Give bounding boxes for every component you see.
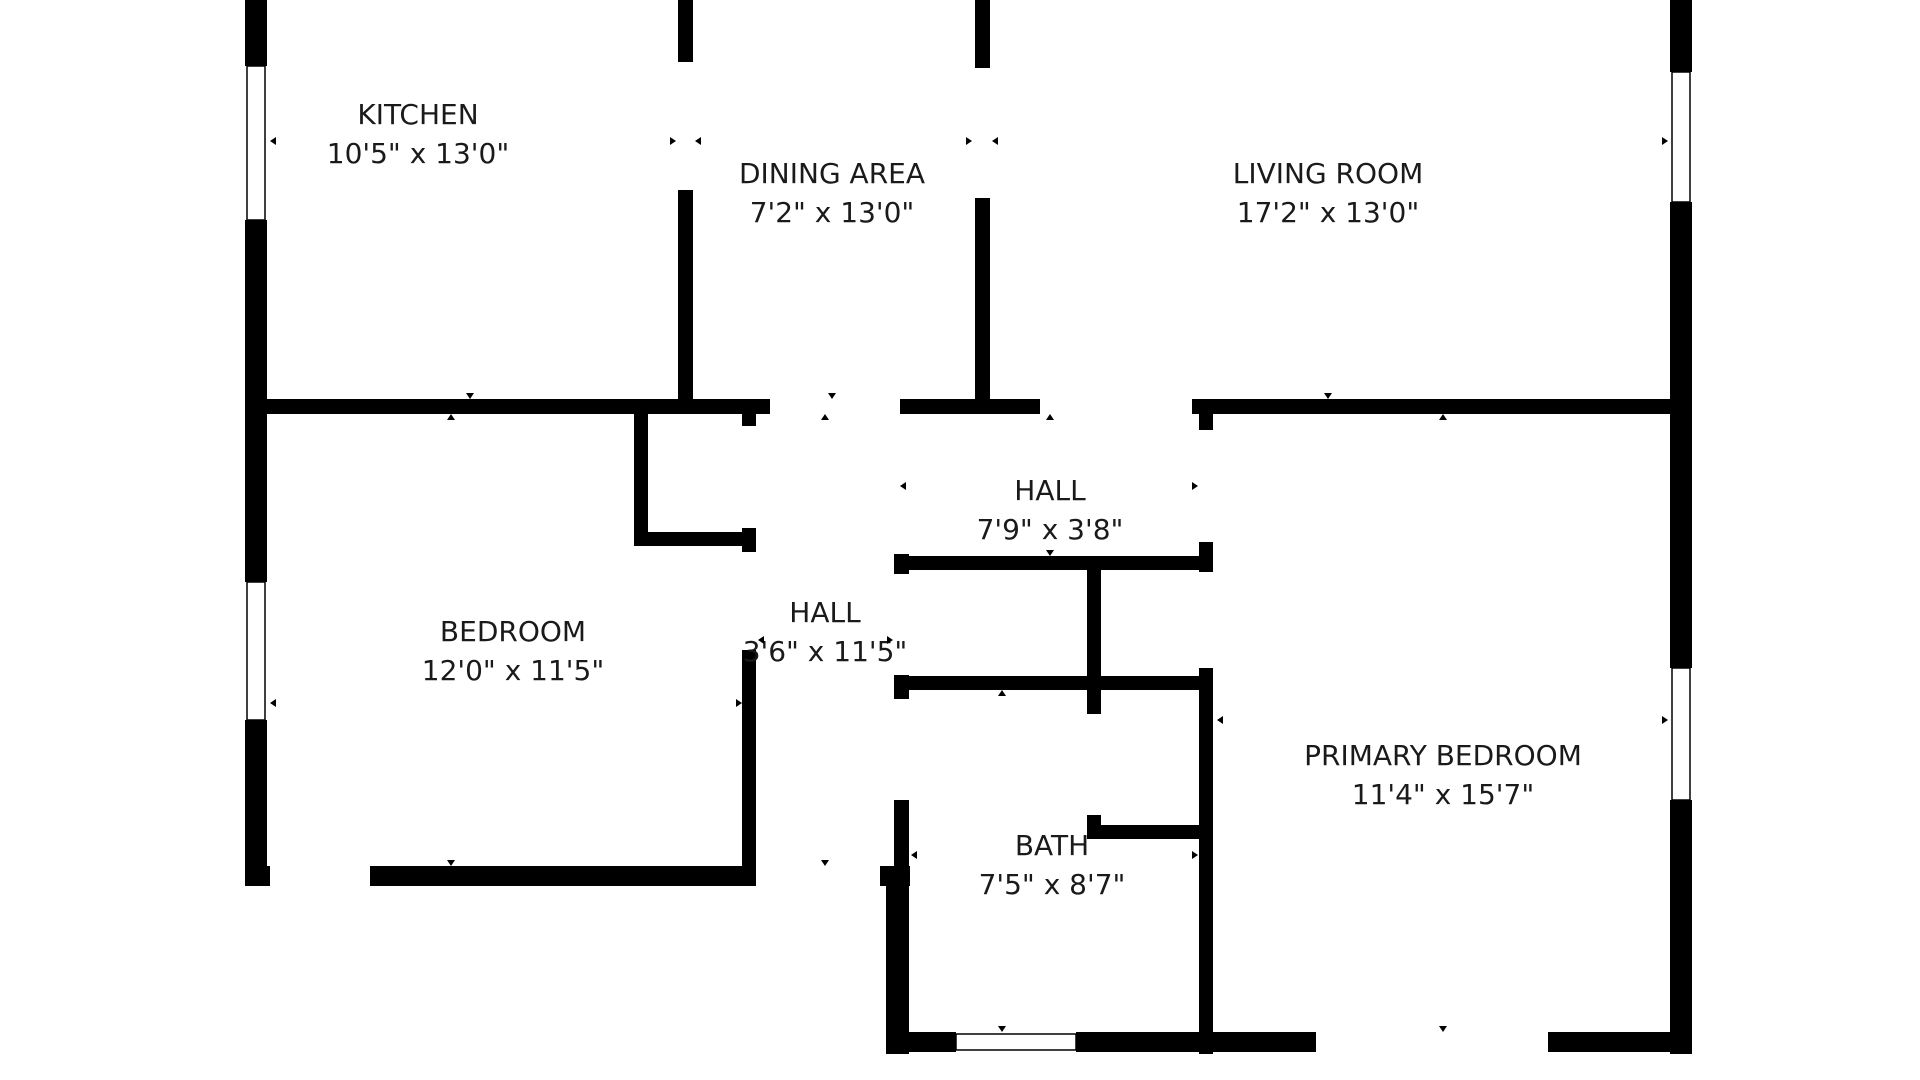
marker bbox=[1046, 414, 1054, 420]
room-size: 17'2" x 13'0" bbox=[1237, 196, 1419, 229]
wall-dining-living-bottom bbox=[975, 198, 990, 410]
wall-right-mid bbox=[1670, 202, 1692, 668]
marker bbox=[821, 860, 829, 866]
window-living-room bbox=[1671, 71, 1691, 203]
windows bbox=[246, 65, 1691, 1051]
wall-hall-left-top bbox=[742, 410, 756, 426]
wall-mid-b bbox=[900, 399, 1040, 414]
wall-primary-left-low bbox=[1199, 668, 1213, 1054]
marker bbox=[1662, 716, 1668, 724]
marker bbox=[998, 690, 1006, 696]
wall-mid-a bbox=[245, 399, 770, 414]
marker bbox=[758, 636, 764, 644]
room-name: DINING AREA bbox=[739, 157, 925, 190]
marker bbox=[992, 137, 998, 145]
wall-closet-bottom bbox=[634, 532, 756, 546]
wall-mid-c bbox=[1192, 399, 1692, 414]
room-name: PRIMARY BEDROOM bbox=[1304, 739, 1582, 772]
wall-primary-left-mid bbox=[1199, 542, 1213, 572]
wall-closet-left bbox=[634, 406, 648, 546]
room-kitchen: KITCHEN 10'5" x 13'0" bbox=[327, 98, 509, 170]
room-living-room: LIVING ROOM 17'2" x 13'0" bbox=[1233, 157, 1424, 229]
wall-right-top bbox=[1670, 0, 1692, 72]
marker bbox=[270, 137, 276, 145]
wall-closet-bath-h bbox=[1087, 825, 1212, 839]
wall-hall-left-low bbox=[742, 650, 756, 882]
marker bbox=[828, 393, 836, 399]
room-size: 7'2" x 13'0" bbox=[750, 196, 915, 229]
room-labels: KITCHEN 10'5" x 13'0" DINING AREA 7'2" x… bbox=[327, 98, 1582, 901]
room-name: HALL bbox=[789, 596, 861, 629]
marker bbox=[1217, 716, 1223, 724]
marker bbox=[1324, 393, 1332, 399]
marker bbox=[821, 414, 829, 420]
walls bbox=[245, 0, 1692, 1054]
wall-hall-vertical bbox=[1087, 556, 1101, 714]
room-name: HALL bbox=[1014, 474, 1086, 507]
room-size: 3'6" x 11'5" bbox=[743, 635, 908, 668]
window-bath bbox=[955, 1033, 1077, 1051]
marker bbox=[447, 860, 455, 866]
room-size: 12'0" x 11'5" bbox=[422, 654, 604, 687]
wall-primary-left-top bbox=[1199, 406, 1213, 430]
room-primary-bedroom: PRIMARY BEDROOM 11'4" x 15'7" bbox=[1304, 739, 1582, 811]
room-name: KITCHEN bbox=[357, 98, 478, 131]
wall-left-upper bbox=[245, 0, 267, 66]
wall-bath-left-ext bbox=[886, 866, 909, 1054]
marker bbox=[1662, 137, 1668, 145]
room-size: 7'5" x 8'7" bbox=[979, 868, 1126, 901]
room-name: LIVING ROOM bbox=[1233, 157, 1424, 190]
marker bbox=[900, 482, 906, 490]
wall-bottom-f bbox=[1548, 1032, 1692, 1052]
marker bbox=[1046, 550, 1054, 556]
wall-bottom-d bbox=[886, 1032, 956, 1052]
window-bedroom bbox=[246, 581, 266, 721]
marker bbox=[887, 636, 893, 644]
marker bbox=[670, 137, 676, 145]
room-hall-upper: HALL 7'9" x 3'8" bbox=[977, 474, 1124, 546]
wall-hall-left-mid bbox=[742, 528, 756, 552]
wall-hall-h1 bbox=[894, 556, 1212, 570]
marker bbox=[466, 393, 474, 399]
wall-dining-living-top bbox=[975, 0, 990, 68]
room-size: 11'4" x 15'7" bbox=[1352, 778, 1534, 811]
room-bedroom: BEDROOM 12'0" x 11'5" bbox=[422, 615, 604, 687]
wall-bottom-e bbox=[1076, 1032, 1316, 1052]
marker bbox=[447, 414, 455, 420]
room-name: BATH bbox=[1015, 829, 1089, 862]
marker bbox=[695, 137, 701, 145]
dimension-markers bbox=[270, 137, 1668, 1032]
marker bbox=[966, 137, 972, 145]
window-primary-bedroom bbox=[1671, 667, 1691, 801]
marker bbox=[1192, 851, 1198, 859]
marker bbox=[1439, 414, 1447, 420]
room-dining-area: DINING AREA 7'2" x 13'0" bbox=[739, 157, 925, 229]
wall-bottom-b bbox=[370, 866, 756, 886]
room-bath: BATH 7'5" x 8'7" bbox=[979, 829, 1126, 901]
room-size: 10'5" x 13'0" bbox=[327, 137, 509, 170]
marker bbox=[1192, 482, 1198, 490]
room-name: BEDROOM bbox=[440, 615, 586, 648]
wall-left-lower bbox=[245, 720, 267, 886]
marker bbox=[736, 699, 742, 707]
wall-kitchen-dining-top bbox=[678, 0, 693, 62]
window-kitchen bbox=[246, 65, 266, 221]
wall-bottom-a bbox=[245, 866, 270, 886]
room-hall-lower: HALL 3'6" x 11'5" bbox=[743, 596, 908, 668]
room-size: 7'9" x 3'8" bbox=[977, 513, 1124, 546]
marker bbox=[1439, 1026, 1447, 1032]
marker bbox=[270, 699, 276, 707]
wall-right-low bbox=[1670, 800, 1692, 1054]
wall-kitchen-dining-bottom bbox=[678, 190, 693, 412]
marker bbox=[998, 1026, 1006, 1032]
marker bbox=[911, 851, 917, 859]
wall-hall-h2 bbox=[894, 676, 1212, 690]
